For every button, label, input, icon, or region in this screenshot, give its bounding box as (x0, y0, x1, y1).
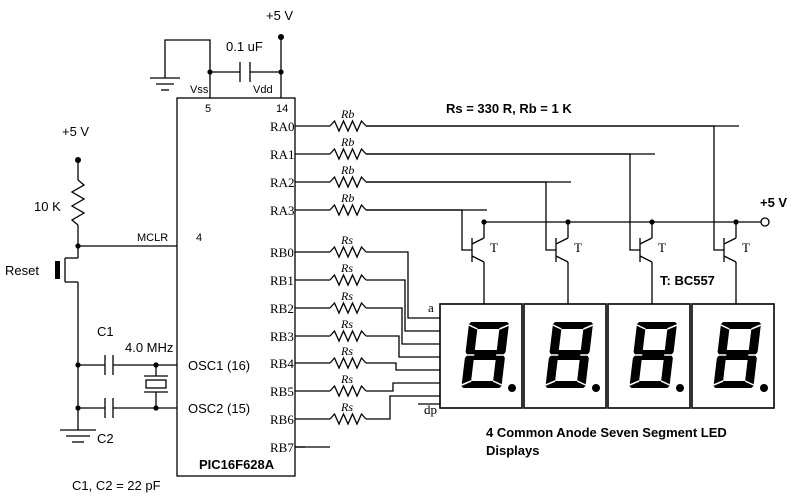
osc2-label: OSC2 (15) (188, 401, 250, 416)
pullup-resistor (70, 179, 86, 226)
rs-resistor-6 (329, 412, 367, 426)
pin-ra0-label: RA0 (270, 119, 295, 134)
transistor-label: T (574, 240, 582, 255)
pin-rb0-label: RB0 (270, 245, 294, 260)
rs-label: Rs (340, 261, 353, 275)
mcu-body (176, 97, 296, 477)
pin-4-label: 4 (196, 232, 202, 244)
reset-supply-label: +5 V (62, 124, 89, 139)
osc1-label: OSC1 (16) (188, 358, 250, 373)
pin-rb7-label: RB7 (270, 440, 294, 455)
vdd-label: Vdd (253, 84, 273, 96)
rs-resistor-0 (329, 245, 367, 259)
transistor-3: T (639, 219, 666, 304)
rb-line-6: RB6 Rs (270, 395, 440, 427)
transistor-type-label: T: BC557 (660, 273, 715, 288)
rb-label: Rb (340, 191, 354, 205)
rb-label: Rb (340, 135, 354, 149)
rb-resistor-0 (329, 119, 367, 133)
seven-segment-display-2 (523, 303, 607, 409)
rb-line-5: RB5 Rs (270, 372, 440, 399)
c1-label: C1 (97, 324, 114, 339)
vss-label: Vss (190, 84, 209, 96)
rs-resistor-4 (329, 356, 367, 370)
transistor-label: T (658, 240, 666, 255)
right-supply-label: +5 V (760, 195, 787, 210)
rb-resistor-1 (329, 147, 367, 161)
rs-label: Rs (340, 233, 353, 247)
seven-segment-display-1 (439, 303, 523, 409)
transistor-4: T (723, 219, 750, 304)
reset-label: Reset (5, 263, 39, 278)
rb-line-7: RB7 (270, 440, 330, 455)
decimal-point (760, 384, 768, 392)
mclr-label: MCLR (137, 232, 168, 244)
rb-resistor-3 (329, 203, 367, 217)
pin-rb6-label: RB6 (270, 412, 294, 427)
pin-rb4-label: RB4 (270, 356, 294, 371)
rs-resistor-1 (329, 273, 367, 287)
right-supply-terminal (760, 217, 770, 227)
display-caption-line1: 4 Common Anode Seven Segment LED (486, 425, 727, 440)
crystal-label: 4.0 MHz (125, 340, 173, 355)
rb-label: Rb (340, 107, 354, 121)
rs-label: Rs (340, 400, 353, 414)
rs-label: Rs (340, 344, 353, 358)
rs-resistor-3 (329, 329, 367, 343)
segment-a-label: a (428, 300, 434, 315)
pin-ra1-label: RA1 (270, 147, 295, 162)
segment-dp-label: dp (424, 402, 437, 417)
rb-label: Rb (340, 163, 354, 177)
pin-ra3-label: RA3 (270, 203, 295, 218)
rs-label: Rs (340, 372, 353, 386)
pin-rb1-label: RB1 (270, 273, 294, 288)
crystal (145, 379, 167, 389)
pin-rb5-label: RB5 (270, 384, 294, 399)
transistor-label: T (742, 240, 750, 255)
ra-line-3: RA3 Rb (270, 191, 487, 251)
c2-label: C2 (97, 431, 114, 446)
cap-values-note: C1, C2 = 22 pF (72, 478, 161, 493)
rb-line-4: RB4 Rs (270, 344, 440, 371)
decimal-point (508, 384, 516, 392)
pin-14-label: 14 (276, 103, 288, 115)
transistor-2: T (555, 219, 582, 304)
decimal-point (592, 384, 600, 392)
decoupling-cap-label: 0.1 uF (226, 39, 263, 54)
transistor-label: T (490, 240, 498, 255)
pin-rb3-label: RB3 (270, 329, 294, 344)
supply-top-label: +5 V (266, 8, 293, 23)
rs-resistor-5 (329, 384, 367, 398)
rs-label: Rs (340, 289, 353, 303)
transistor-1: T (471, 219, 498, 304)
seven-segment-display-3 (607, 303, 691, 409)
pin-5-label: 5 (205, 103, 211, 115)
pin-rb2-label: RB2 (270, 301, 294, 316)
pullup-label: 10 K (34, 199, 61, 214)
rb-resistor-2 (329, 175, 367, 189)
rs-label: Rs (340, 317, 353, 331)
mcu-name: PIC16F628A (199, 457, 275, 472)
seven-segment-display-4 (691, 303, 775, 409)
pin-ra2-label: RA2 (270, 175, 295, 190)
rs-resistor-2 (329, 301, 367, 315)
decimal-point (676, 384, 684, 392)
resistor-values-note: Rs = 330 R, Rb = 1 K (446, 101, 572, 116)
display-caption-line2: Displays (486, 443, 539, 458)
